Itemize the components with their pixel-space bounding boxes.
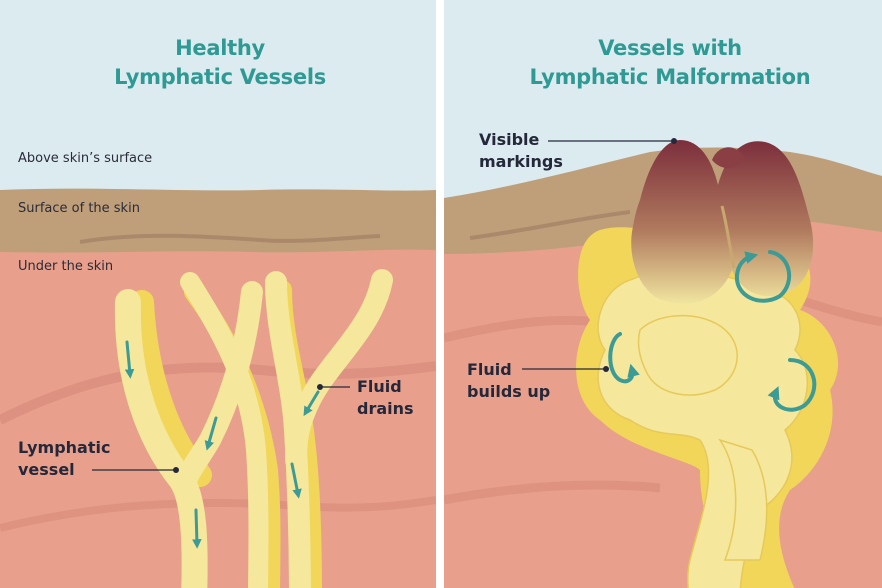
label-above-skin: Above skin’s surface: [18, 151, 153, 166]
swirl-arrow: [608, 332, 640, 384]
callout-fluid-drains-line1: Fluid: [357, 377, 402, 396]
skin-texture-line: [469, 210, 631, 240]
tissue-fold: [444, 315, 601, 343]
callout-fluid-drains: Fluid drains: [357, 376, 414, 420]
flow-arrow: [303, 390, 320, 417]
tissue-fold: [444, 480, 661, 505]
flow-arrow: [124, 340, 135, 379]
right-panel: [444, 0, 882, 588]
marking-spot: [712, 147, 745, 169]
lymphatic-vessel: [175, 281, 263, 491]
lymphatic-vessel: [180, 272, 269, 588]
right-title-line1: Vessels with: [598, 36, 742, 60]
swirl-arrow: [734, 250, 791, 303]
callout-fluid-builds-up: Fluid builds up: [467, 359, 550, 403]
callout-fluid-drains-line2: drains: [357, 399, 414, 418]
callout-fluid-builds-up-line2: builds up: [467, 382, 551, 401]
tissue-fold: [798, 295, 882, 327]
sky-layer: [0, 0, 436, 200]
visible-markings-bumps: [631, 140, 814, 304]
flow-arrow: [290, 462, 302, 499]
malformation-mass: [597, 269, 808, 588]
callout-lymphatic-vessel: Lymphatic vessel: [18, 437, 110, 481]
left-title-line2: Lymphatic Vessels: [114, 65, 326, 89]
left-panel: [0, 0, 436, 588]
callout-lymphatic-vessel-line1: Lymphatic: [18, 438, 111, 457]
callout-fluid-builds-up-line1: Fluid: [467, 360, 512, 379]
fluid-builds-dot: [603, 366, 609, 372]
flow-arrow: [204, 416, 218, 451]
swirl-arrows: [608, 250, 817, 412]
label-under-skin: Under the skin: [18, 259, 114, 274]
fluid-drains-dot: [317, 384, 323, 390]
panel-divider: [436, 0, 444, 588]
flow-arrows: [124, 340, 320, 549]
left-title-line1: Healthy: [175, 36, 265, 60]
callout-visible-markings-line1: Visible: [479, 130, 540, 149]
right-title-line2: Lymphatic Malformation: [529, 65, 811, 89]
left-title: Healthy Lymphatic Vessels: [40, 34, 400, 92]
flow-arrow: [192, 508, 202, 549]
callout-lymphatic-vessel-line2: vessel: [18, 460, 75, 479]
visible-markings-dot: [671, 138, 677, 144]
bump-crease: [720, 205, 736, 269]
lymphatic-vessel-dot: [173, 467, 179, 473]
callout-visible-markings: Visible markings: [479, 129, 563, 173]
skin-texture-line: [79, 233, 381, 244]
skin-surface-layer: [0, 188, 436, 253]
label-skin-surface: Surface of the skin: [18, 201, 140, 216]
swirl-arrow: [767, 358, 817, 412]
callout-visible-markings-line2: markings: [479, 152, 563, 171]
tissue-fold: [0, 361, 436, 425]
right-title: Vessels with Lymphatic Malformation: [470, 34, 870, 92]
